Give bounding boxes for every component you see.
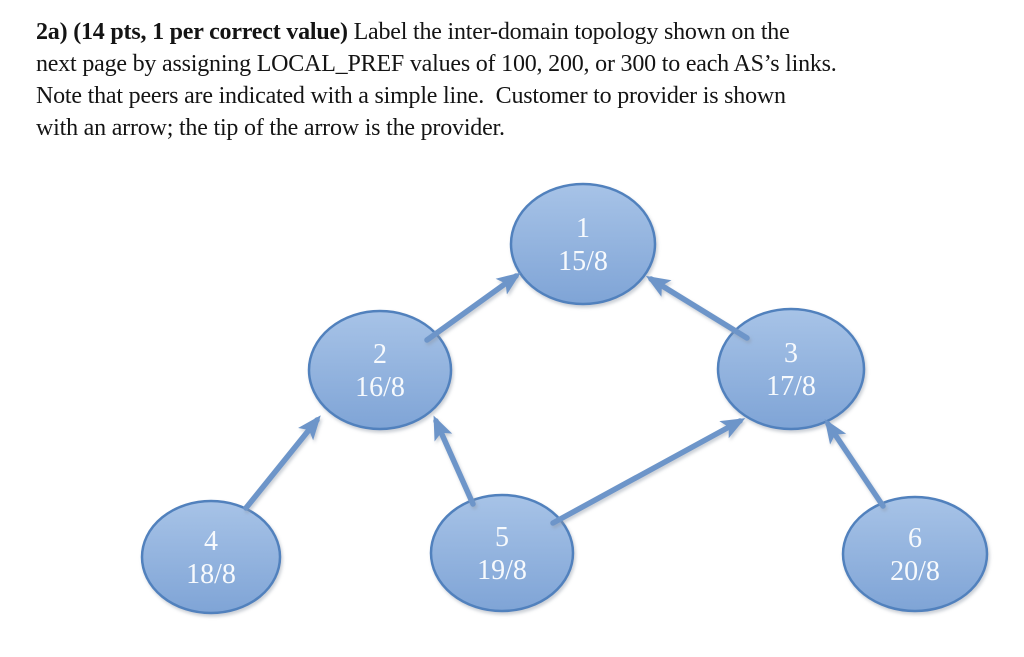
provider-link-5-2: [433, 415, 476, 507]
as-prefix-label: 20/8: [890, 556, 940, 587]
as-node-ellipse: [140, 499, 282, 615]
question-line: 2a) (14 pts, 1 per correct value) Label …: [36, 16, 837, 48]
provider-link-2-1: [424, 272, 521, 343]
question-bold-lead: 2a) (14 pts, 1 per correct value): [36, 19, 354, 45]
as-number-label: 5: [495, 522, 509, 553]
question-text: 2a) (14 pts, 1 per correct value) Label …: [36, 16, 837, 144]
as-node-ellipse: [841, 495, 989, 613]
question-line1-rest: Label the inter-domain topology shown on…: [353, 19, 790, 45]
provider-link-5-3: [550, 418, 746, 526]
as-node-ellipse: [307, 309, 453, 431]
as-number-label: 6: [908, 523, 922, 554]
question-line: next page by assigning LOCAL_PREF values…: [36, 51, 837, 77]
as-node-ellipse: [509, 182, 657, 306]
question-line: Note that peers are indicated with a sim…: [36, 83, 786, 109]
as-node-ellipse: [716, 307, 866, 431]
as-prefix-label: 17/8: [766, 371, 816, 402]
as-number-label: 4: [204, 526, 218, 557]
provider-link-4-2: [243, 415, 321, 511]
provider-link-6-3: [824, 418, 886, 509]
as-prefix-label: 16/8: [355, 372, 405, 403]
as-number-label: 1: [576, 213, 590, 244]
provider-link-3-1: [645, 275, 750, 341]
as-number-label: 2: [373, 339, 387, 370]
as-number-label: 3: [784, 338, 798, 369]
question-line: with an arrow; the tip of the arrow is t…: [36, 115, 505, 141]
as-prefix-label: 15/8: [558, 246, 608, 277]
as-prefix-label: 18/8: [186, 559, 236, 590]
as-links: [243, 272, 886, 565]
as-prefix-label: 19/8: [477, 555, 527, 586]
as-node-ellipse: [429, 493, 575, 613]
